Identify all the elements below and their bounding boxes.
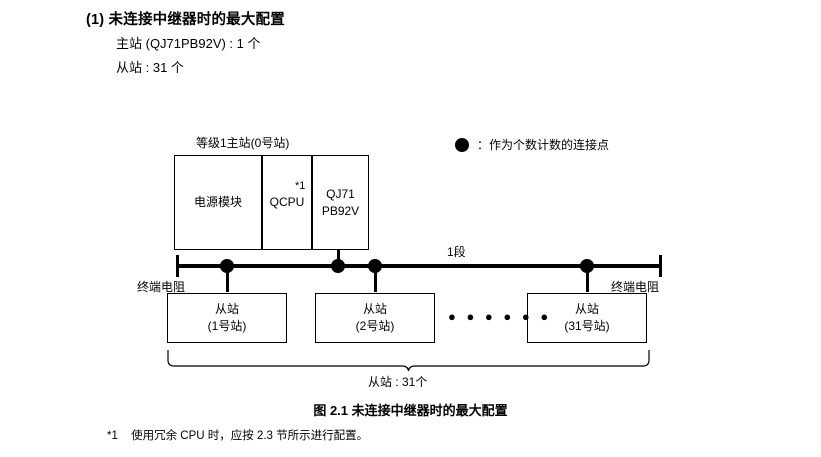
- slave-station-1: 从站 (1号站): [167, 293, 287, 343]
- master-drop-line: [337, 250, 340, 266]
- slave-drop-line: [374, 266, 377, 292]
- slave-station-31: 从站 (31号站): [527, 293, 647, 343]
- slave-drop-line: [586, 266, 589, 292]
- spec-master-count: 主站 (QJ71PB92V) : 1 个: [116, 36, 261, 51]
- terminator-left-label: 终端电阻: [137, 280, 186, 294]
- slave-station-2-number: (2号站): [355, 319, 395, 333]
- bus-trunk-line: [176, 264, 662, 268]
- unit-qj71pb92v-label: QJ71 PB92V: [321, 187, 360, 218]
- slave-drop-line: [226, 266, 229, 292]
- page-title: (1) 未连接中继器时的最大配置: [86, 12, 285, 28]
- slave-station-2: 从站 (2号站): [315, 293, 435, 343]
- footnote-text: 使用冗余 CPU 时，应按 2.3 节所示进行配置。: [131, 430, 369, 442]
- slave-station-2-title: 从站: [362, 301, 387, 316]
- legend: ：作为个数计数的连接点: [455, 136, 609, 153]
- unit-power-module: 电源模块: [174, 155, 262, 250]
- slave-station-31-title: 从站: [574, 301, 599, 316]
- footnote-marker: *1: [295, 180, 306, 192]
- slave-group-label: 从站 : 31个: [368, 375, 428, 389]
- footnote: *1 使用冗余 CPU 时，应按 2.3 节所示进行配置。: [107, 427, 368, 443]
- slave-station-31-number: (31号站): [564, 319, 610, 333]
- slave-station-1-title: 从站: [214, 301, 239, 316]
- ellipsis-dots: ● ● ● ● ● ●: [448, 309, 552, 324]
- slave-station-1-number: (1号站): [207, 319, 247, 333]
- master-station-label: 等级1主站(0号站): [196, 136, 290, 150]
- figure-caption: 图 2.1 未连接中继器时的最大配置: [313, 403, 508, 418]
- segment-label: 1段: [447, 245, 466, 259]
- connection-point-dot: [331, 259, 345, 273]
- spec-slave-count: 从站 : 31 个: [116, 60, 184, 75]
- slave-group-brace: [167, 350, 650, 372]
- terminator-right-bar: [659, 255, 662, 277]
- terminator-right-label: 终端电阻: [611, 280, 660, 294]
- terminator-left-bar: [176, 255, 179, 277]
- unit-qj71pb92v: QJ71 PB92V: [312, 155, 369, 250]
- legend-label: ：作为个数计数的连接点: [477, 138, 610, 152]
- filled-circle-icon: [455, 137, 469, 152]
- unit-qcpu: QCPU: [262, 155, 312, 250]
- footnote-mark: *1: [107, 430, 118, 442]
